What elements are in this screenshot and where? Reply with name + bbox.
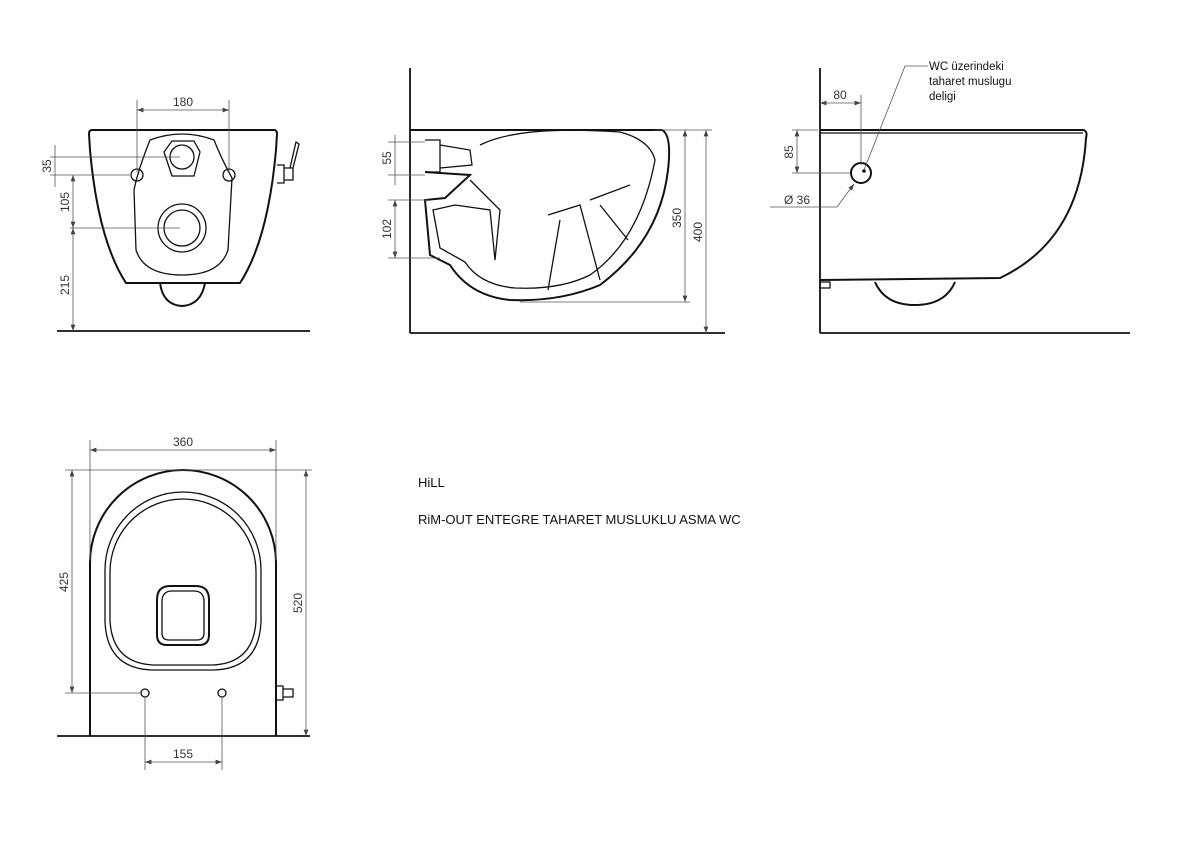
dim-55: 55: [380, 151, 394, 165]
dim-diameter-36: Ø 36: [784, 193, 810, 207]
callout-line-3: deligi: [929, 91, 956, 103]
dim-80: 80: [833, 88, 847, 102]
bowl-section-inner: [432, 129, 656, 289]
product-title: RiM-OUT ENTEGRE TAHARET MUSLUKLU ASMA WC: [418, 512, 741, 527]
dim-400: 400: [691, 222, 705, 242]
mounting-plate: [133, 133, 233, 276]
seat-rim-outer: [104, 491, 262, 671]
side-view: 80 85 Ø 36 WC üzerindeki taharet muslugu…: [770, 61, 1130, 334]
dim-520: 520: [291, 593, 305, 613]
bowl-bottom: [159, 282, 206, 308]
bidet-tap-icon: [276, 685, 294, 701]
front-view: 180 35 105 215: [40, 95, 310, 332]
dim-102: 102: [380, 219, 394, 239]
inlet-hex: [163, 140, 201, 177]
fixing-hole-right: [217, 688, 227, 698]
bowl-opening: [156, 585, 210, 646]
rim-channels: [547, 184, 631, 291]
dim-215: 215: [58, 275, 72, 295]
dim-180: 180: [173, 95, 193, 109]
fixing-hole-left: [140, 688, 150, 698]
plan-view: 360 520 425 155: [57, 435, 312, 770]
bowl-side-outline: [819, 129, 1088, 281]
dim-350: 350: [670, 208, 684, 228]
bowl-plan-outline: [89, 469, 277, 736]
bowl-outline: [87, 129, 279, 284]
dim-425: 425: [57, 572, 71, 592]
dim-105: 105: [58, 192, 72, 212]
callout-line-2: taharet muslugu: [929, 76, 1011, 88]
dim-85: 85: [782, 145, 796, 159]
dim-35: 35: [40, 159, 54, 173]
inlet-pipe: [425, 139, 473, 173]
bidet-tap-icon: [277, 140, 300, 184]
dim-360: 360: [173, 435, 193, 449]
tap-hole: [850, 162, 872, 184]
seat-rim-inner: [109, 498, 257, 666]
section-view: 350 400 55 102: [380, 68, 725, 334]
bowl-section-outer: [410, 129, 671, 302]
callout-line-1: WC üzerindeki: [929, 61, 1004, 73]
bowl-bottom: [874, 281, 956, 307]
brand-label: HiLL: [418, 475, 445, 490]
dim-155: 155: [173, 747, 193, 761]
